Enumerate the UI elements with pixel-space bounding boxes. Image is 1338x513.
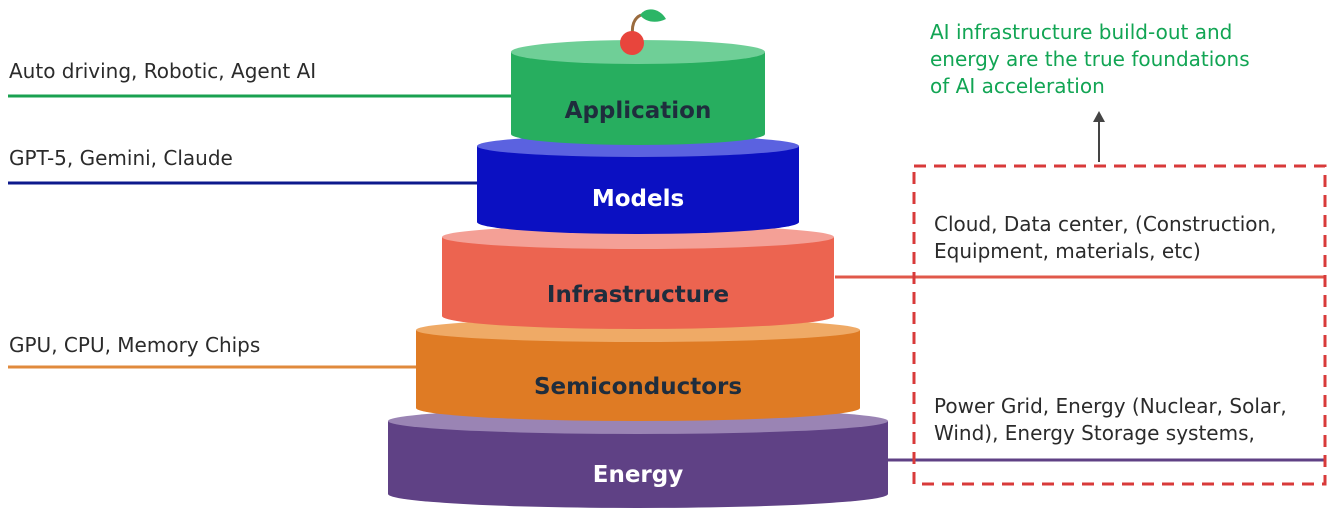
- annotation-energy-line-1: Power Grid, Energy (Nuclear, Solar,: [934, 394, 1287, 418]
- annotation-energy: Power Grid, Energy (Nuclear, Solar, Wind…: [934, 393, 1287, 447]
- foundation-note-line-3: of AI acceleration: [930, 74, 1105, 98]
- tier-energy-label: Energy: [593, 462, 683, 488]
- cherry-icon: [620, 9, 666, 55]
- annotation-infrastructure-line-1: Cloud, Data center, (Construction,: [934, 212, 1277, 236]
- annotation-energy-line-2: Wind), Energy Storage systems,: [934, 421, 1255, 445]
- annotation-models: GPT-5, Gemini, Claude: [9, 146, 233, 170]
- leaf-icon: [640, 9, 666, 22]
- annotation-semiconductors: GPU, CPU, Memory Chips: [9, 333, 261, 357]
- foundation-note: AI infrastructure build-out and energy a…: [930, 19, 1330, 100]
- dashed-highlight-box: [912, 164, 1327, 486]
- annotation-infrastructure: Cloud, Data center, (Construction, Equip…: [934, 211, 1277, 265]
- tier-semiconductors-side: [416, 330, 860, 421]
- tier-application-label: Application: [565, 98, 712, 124]
- foundation-note-line-2: energy are the true foundations: [930, 47, 1250, 71]
- tier-energy: Energy: [388, 408, 888, 508]
- tier-semiconductors-label: Semiconductors: [534, 374, 742, 400]
- tier-application: Application: [511, 40, 765, 145]
- tier-models: Models: [477, 135, 799, 234]
- foundation-note-line-1: AI infrastructure build-out and: [930, 20, 1233, 44]
- tier-models-side: [477, 146, 799, 234]
- tier-application-side: [511, 52, 765, 145]
- tier-models-label: Models: [592, 186, 684, 212]
- tier-energy-side: [388, 421, 888, 508]
- annotation-application: Auto driving, Robotic, Agent AI: [9, 59, 317, 83]
- tier-semiconductors: Semiconductors: [416, 318, 860, 421]
- arrow-up-icon: [1093, 111, 1105, 122]
- tier-infrastructure: Infrastructure: [442, 225, 834, 329]
- tier-infrastructure-side: [442, 237, 834, 329]
- tier-infrastructure-label: Infrastructure: [547, 282, 729, 308]
- annotation-infrastructure-line-2: Equipment, materials, etc): [934, 239, 1201, 263]
- cherry-fruit: [620, 31, 644, 55]
